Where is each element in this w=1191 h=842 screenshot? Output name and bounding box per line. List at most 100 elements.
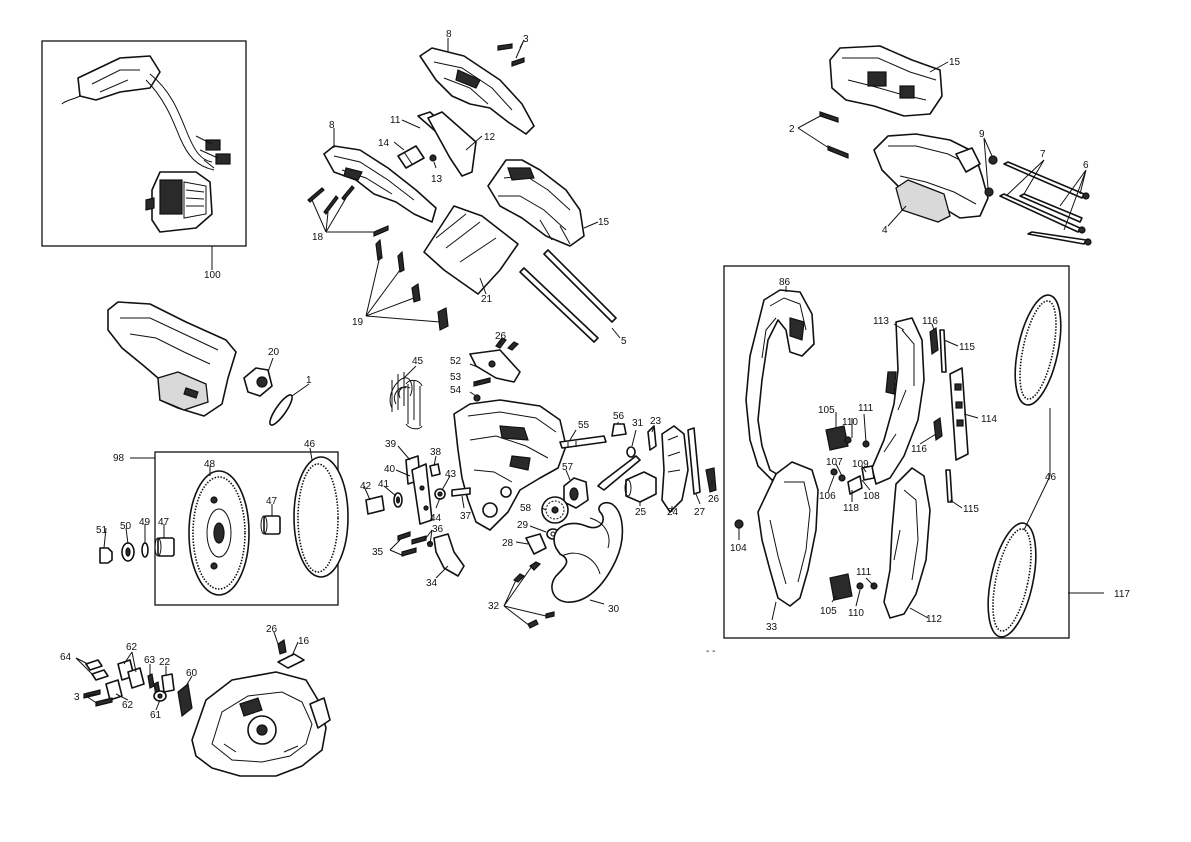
label-11: 11 — [390, 115, 401, 126]
part-105-clips — [825, 425, 853, 601]
part-43-44-washers — [434, 488, 446, 500]
part-112-inner-guard-lower — [883, 467, 931, 619]
part-18-screws — [307, 185, 389, 237]
label-57: 57 — [562, 462, 574, 473]
part-46-belt-upper-right — [1014, 294, 1062, 406]
part-113-inner-guard-upper — [871, 317, 925, 485]
part-115-rods — [939, 329, 953, 503]
label-6: 6 — [1083, 160, 1089, 171]
label-86: 86 — [779, 277, 791, 288]
part-39-40-plates — [405, 455, 433, 525]
part-37-pin — [451, 487, 471, 497]
part-60-cap — [177, 682, 193, 718]
label-46-left: 46 — [304, 439, 316, 450]
part-15-housing-center — [487, 159, 585, 247]
label-8-left: 8 — [329, 120, 335, 131]
part-9-washers — [984, 155, 998, 197]
part-27-rod — [687, 427, 701, 495]
label-47-right: 47 — [266, 496, 278, 507]
part-33-blade-guard-lower — [757, 461, 819, 607]
part-48-flywheel — [188, 470, 250, 596]
part-4-gearbox — [873, 133, 989, 223]
part-7-part-6-bolts — [999, 161, 1092, 246]
part-104-screw — [734, 519, 744, 529]
leader-lines — [75, 38, 1104, 711]
label-48: 48 — [204, 459, 216, 470]
label-56: 56 — [613, 411, 625, 422]
label-100: 100 — [204, 270, 221, 281]
label-62-bottom: 62 — [122, 700, 134, 711]
label-14: 14 — [378, 138, 390, 149]
part-long-bolt — [597, 455, 641, 491]
label-41: 41 — [378, 479, 390, 490]
label-36: 36 — [432, 524, 444, 535]
part-61-ring — [153, 690, 167, 702]
label-44: 44 — [430, 513, 442, 524]
part-100-motor — [145, 171, 213, 233]
label-114: 114 — [981, 414, 997, 425]
part-12-switch-cover — [427, 111, 477, 177]
label-54: 54 — [450, 385, 462, 396]
label-34: 34 — [426, 578, 438, 589]
label-29: 29 — [517, 520, 529, 531]
part-64-pins — [85, 659, 109, 681]
label-61: 61 — [150, 710, 162, 721]
label-12: 12 — [484, 132, 496, 143]
part-8-handle-lower — [323, 145, 437, 223]
label-26-bracket: 26 — [495, 331, 507, 342]
part-100-harness — [61, 55, 231, 171]
label-23: 23 — [650, 416, 662, 427]
label-107: 107 — [826, 457, 843, 468]
label-30: 30 — [608, 604, 620, 615]
part-housing-left — [107, 301, 237, 417]
part-20-gear — [243, 367, 273, 397]
box-100-frame — [41, 40, 247, 247]
part-52-bracket — [469, 349, 521, 383]
part-base-housing — [191, 671, 331, 777]
label-16: 16 — [298, 636, 310, 647]
label-115-top: 115 — [959, 342, 975, 353]
label-110-bottom: 110 — [848, 608, 864, 619]
part-56-nut — [611, 423, 627, 437]
label-50: 50 — [120, 521, 132, 532]
part-3-screws-left — [83, 689, 113, 707]
part-49-washer — [141, 542, 149, 558]
part-62-brushes — [105, 659, 145, 701]
label-37: 37 — [460, 511, 472, 522]
label-26-right: 26 — [708, 494, 720, 505]
part-46-belt-lower-right — [987, 522, 1037, 638]
label-60: 60 — [186, 668, 198, 679]
label-25: 25 — [635, 507, 647, 518]
part-14-bushing — [397, 145, 425, 169]
part-30-handle — [551, 501, 624, 603]
label-49: 49 — [139, 517, 151, 528]
label-52: 52 — [450, 356, 462, 367]
part-26-screws-bracket — [495, 337, 520, 351]
part-47-bushing-right — [260, 515, 281, 535]
part-47-bushing-left — [154, 537, 175, 557]
label-62-top: 62 — [126, 642, 138, 653]
label-43: 43 — [445, 469, 457, 480]
part-22-plug — [161, 673, 175, 693]
label-2: 2 — [789, 124, 795, 135]
box-117-frame — [723, 265, 1070, 639]
label-118: 118 — [843, 503, 859, 514]
label-22: 22 — [159, 657, 171, 668]
label-27: 27 — [694, 507, 706, 518]
label-38: 38 — [430, 447, 442, 458]
part-motor-mount — [453, 399, 567, 531]
label-46-right: 46 — [1045, 472, 1057, 483]
part-45-springs — [389, 372, 423, 430]
part-38-nut — [429, 463, 441, 477]
label-116-bottom: 116 — [911, 444, 927, 455]
label-112: 112 — [926, 614, 942, 625]
part-23-key — [647, 425, 657, 451]
label-113: 113 — [873, 316, 889, 327]
label-104: 104 — [730, 543, 747, 554]
label-111-bottom: 111 — [856, 567, 872, 578]
part-53-54-screws — [473, 377, 491, 402]
label-39: 39 — [385, 439, 397, 450]
label-105-bottom: 105 — [820, 606, 837, 617]
label-42: 42 — [360, 481, 372, 492]
